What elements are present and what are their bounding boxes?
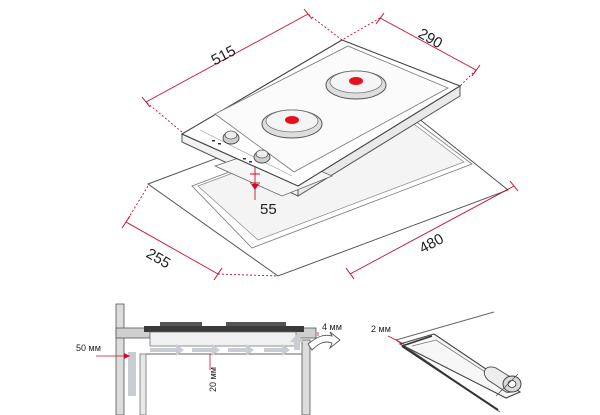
control-knob-1 (222, 130, 240, 145)
burner-front (261, 109, 323, 139)
seal-gap-label: 2 мм (371, 324, 391, 334)
knob-marks (212, 140, 252, 163)
dimension-height-line (250, 166, 260, 200)
installation-edge-detail: 2 мм (371, 311, 522, 413)
seal-gap-leader (387, 335, 405, 345)
burner-back (325, 70, 387, 100)
gap-front-label: 50 мм (76, 343, 101, 353)
dimension-height-label: 55 (260, 201, 277, 218)
worktop-edge-outer (395, 311, 495, 341)
fixing-clip (483, 366, 522, 397)
cabinet-right-wall (301, 339, 311, 415)
cabinet-inner-left (139, 353, 147, 415)
hob-burner-plate-1 (160, 322, 202, 326)
control-knob-2 (253, 149, 271, 164)
hob-burner-plate-2 (226, 322, 286, 326)
installation-side-section: 50 мм 4 мм 20 мм (76, 303, 342, 415)
dimension-cutout-depth-line (121, 185, 279, 281)
hob-isometric-view: 515 290 55 255 (121, 8, 519, 281)
control-strip (199, 129, 293, 177)
hob-body-section (149, 331, 297, 347)
dimension-cutout-width-line (345, 180, 519, 280)
dimension-cutout-width-label: 480 (417, 230, 447, 257)
hob-glass-section (144, 326, 304, 332)
dimension-width-line (141, 8, 343, 133)
hob-frame-edge (398, 333, 522, 399)
cabinet-left-wall (115, 303, 125, 415)
dimension-cutout-depth-label: 255 (143, 245, 173, 272)
seal-strip-top (401, 335, 433, 347)
airflow-exit-arrow (307, 331, 341, 351)
gap-bottom-label: 20 мм (208, 367, 218, 392)
dimension-depth-line (341, 12, 481, 87)
seal-strip (401, 345, 499, 411)
airflow-arrows (128, 334, 304, 396)
gap-top-label: 4 мм (322, 322, 342, 332)
dimension-depth-label: 290 (415, 25, 445, 52)
